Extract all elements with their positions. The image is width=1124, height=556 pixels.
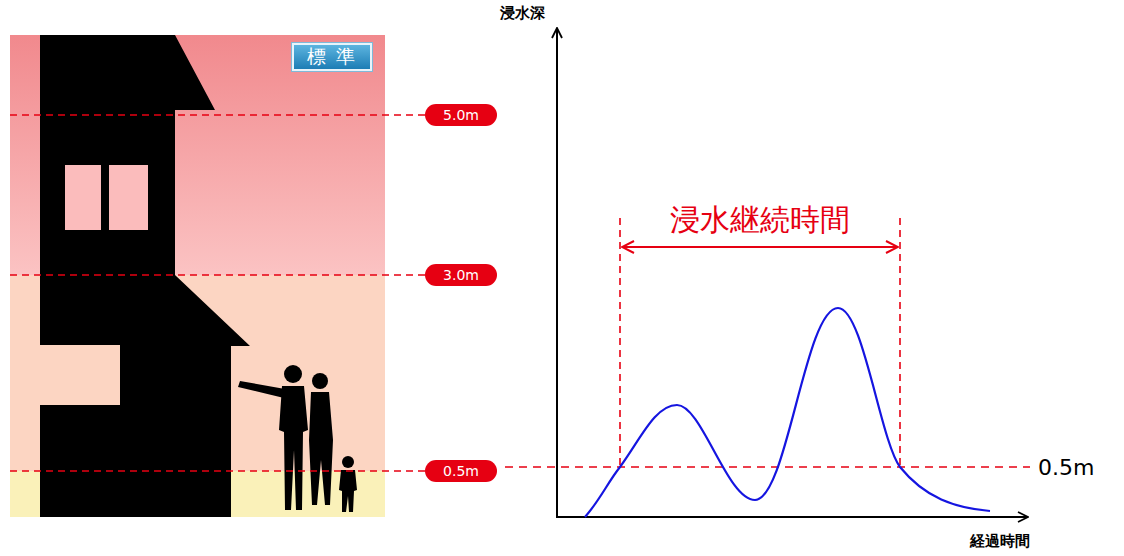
level-pill: 5.0m xyxy=(425,104,497,126)
label-text: 経過時間 xyxy=(970,532,1030,550)
axis-title: 経過時間 xyxy=(970,532,1030,551)
duration-label: 浸水継続時間 xyxy=(670,200,850,241)
label-text: 0.5m xyxy=(1038,455,1094,480)
level-pill: 3.0m xyxy=(425,264,497,286)
y-axis xyxy=(556,28,558,518)
badge-text: 標 準 xyxy=(307,44,357,70)
level-line xyxy=(10,115,432,471)
depth-curve xyxy=(585,308,990,517)
x-axis xyxy=(556,516,1028,518)
threshold-value: 0.5m xyxy=(1038,455,1094,480)
level-value: 3.0m xyxy=(443,267,479,283)
label-text: 浸水深 xyxy=(500,4,545,22)
level-value: 5.0m xyxy=(443,107,479,123)
axis-title: 浸水深 xyxy=(500,4,545,23)
duration-boundary xyxy=(620,218,900,467)
window-pane xyxy=(109,165,148,230)
house-silhouette xyxy=(40,35,250,517)
label-text: 浸水継続時間 xyxy=(670,202,850,237)
family-silhouette xyxy=(238,365,357,512)
level-pill: 0.5m xyxy=(425,460,497,482)
duration-arrow xyxy=(622,246,898,248)
threshold-line xyxy=(505,466,1030,468)
window-pane xyxy=(65,165,101,230)
level-value: 0.5m xyxy=(443,463,479,479)
standard-badge: 標 準 xyxy=(292,43,372,71)
